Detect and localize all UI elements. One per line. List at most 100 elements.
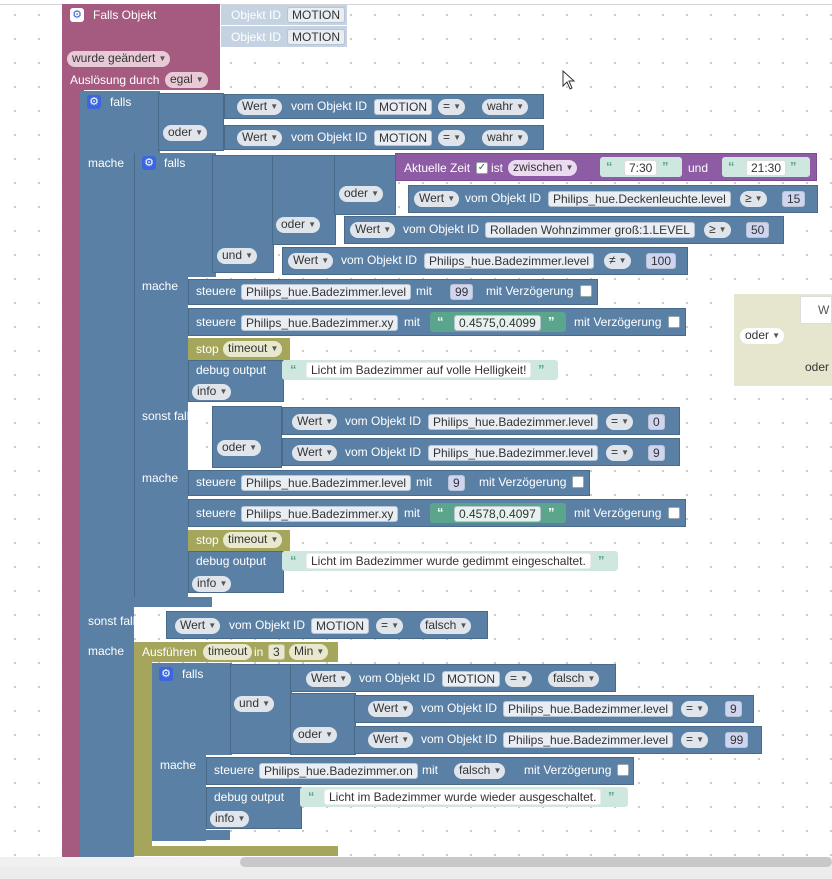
quote-open-icon: “ <box>290 362 297 377</box>
debug-text-field[interactable]: Licht im Badezimmer wurde gedimmt einges… <box>306 553 591 569</box>
gear-icon[interactable]: ⚙ <box>142 156 156 170</box>
steuere-label: steuere <box>196 475 237 489</box>
wert-dropdown[interactable]: Wert▼ <box>306 671 352 687</box>
objekt-id-field[interactable]: Rolladen Wohnzimmer groß:1.LEVEL <box>485 222 695 238</box>
objekt-id-field[interactable]: MOTION <box>374 130 432 146</box>
und-dropdown[interactable]: und▼ <box>234 696 275 712</box>
checkbox[interactable] <box>668 316 680 328</box>
objekt-id-field[interactable]: MOTION <box>442 671 500 687</box>
objekt-id-field[interactable]: Philips_hue.Badezimmer.level <box>428 414 599 430</box>
info-dropdown[interactable]: info▼ <box>192 576 232 592</box>
operator-dropdown[interactable]: ≠▼ <box>604 253 631 269</box>
wert-dropdown[interactable]: Wert▼ <box>175 618 221 634</box>
objekt-id-field[interactable]: Philips_hue.Badezimmer.level <box>428 445 599 461</box>
objekt-id-field[interactable]: MOTION <box>374 99 432 115</box>
timeout-name-field[interactable]: timeout <box>203 644 253 660</box>
checkbox[interactable] <box>668 507 680 519</box>
oder-block[interactable] <box>290 693 356 755</box>
oder-block[interactable] <box>212 406 282 468</box>
wert-dropdown[interactable]: Wert▼ <box>368 701 414 717</box>
objekt-id-field[interactable]: Philips_hue.Badezimmer.xy <box>241 506 399 522</box>
number-field[interactable]: 9 <box>648 445 665 461</box>
oder-dropdown[interactable]: oder▼ <box>293 727 338 743</box>
wert-dropdown[interactable]: Wert▼ <box>414 191 460 207</box>
bool-dropdown[interactable]: falsch▼ <box>454 763 506 779</box>
debug-output-label: debug output <box>196 554 267 568</box>
objekt-id-field[interactable]: Philips_hue.Deckenleuchte.level <box>548 191 731 207</box>
trigger-by-dropdown[interactable]: egal▼ <box>165 72 208 88</box>
number-field[interactable]: 9 <box>448 475 465 491</box>
operator-dropdown[interactable]: =▼ <box>438 130 466 146</box>
oder-dropdown[interactable]: oder▼ <box>276 217 321 233</box>
operator-dropdown[interactable]: =▼ <box>376 618 404 634</box>
unit-dropdown[interactable]: Min▼ <box>289 644 329 660</box>
checkbox[interactable] <box>572 476 584 488</box>
oder-dropdown[interactable]: oder▼ <box>163 125 208 141</box>
objekt-id-field[interactable]: MOTION <box>287 29 345 45</box>
checkbox[interactable]: ✓ <box>476 162 488 174</box>
number-field[interactable]: 100 <box>646 253 677 269</box>
operator-dropdown[interactable]: =▼ <box>681 701 709 717</box>
bool-dropdown[interactable]: wahr▼ <box>482 130 529 146</box>
objekt-id-field[interactable]: Philips_hue.Badezimmer.on <box>259 763 418 779</box>
operator-dropdown[interactable]: =▼ <box>505 671 533 687</box>
delay-field[interactable]: 3 <box>268 644 285 660</box>
und-dropdown[interactable]: und▼ <box>217 248 258 264</box>
timeout-dropdown[interactable]: timeout▼ <box>223 341 283 357</box>
objekt-id-field[interactable]: Philips_hue.Badezimmer.level <box>503 701 674 717</box>
number-field[interactable]: 0 <box>648 414 665 430</box>
oder-block[interactable] <box>158 93 224 151</box>
operator-dropdown[interactable]: =▼ <box>606 445 634 461</box>
number-field[interactable]: 99 <box>725 732 749 748</box>
debug-text-field[interactable]: Licht im Badezimmer wurde wieder ausgesc… <box>324 789 602 805</box>
checkbox[interactable] <box>617 764 629 776</box>
inner-if-header <box>134 153 216 277</box>
quote-open-icon: “ <box>437 505 444 520</box>
info-dropdown[interactable]: info▼ <box>192 384 232 400</box>
number-field[interactable]: 15 <box>782 191 806 207</box>
wert-dropdown[interactable]: Wert▼ <box>288 253 334 269</box>
changed-dropdown[interactable]: wurde geändert▼ <box>67 51 171 67</box>
operator-dropdown[interactable]: ≥▼ <box>704 222 731 238</box>
zwischen-dropdown[interactable]: zwischen▼ <box>508 160 578 176</box>
debug-text-field[interactable]: Licht im Badezimmer auf volle Helligkeit… <box>306 362 532 378</box>
checkbox[interactable] <box>580 285 592 297</box>
wert-dropdown[interactable]: Wert▼ <box>292 445 338 461</box>
objekt-id-field[interactable]: Philips_hue.Badezimmer.level <box>424 253 595 269</box>
bool-dropdown[interactable]: falsch▼ <box>420 618 472 634</box>
time-to-field[interactable]: 21:30 <box>746 160 787 176</box>
string-field[interactable]: 0.4575,0.4099 <box>454 315 541 331</box>
wert-dropdown[interactable]: Wert▼ <box>292 414 338 430</box>
objekt-id-field[interactable]: MOTION <box>311 618 369 634</box>
objekt-id-field[interactable]: Philips_hue.Badezimmer.xy <box>241 315 399 331</box>
operator-dropdown[interactable]: =▼ <box>606 414 634 430</box>
oder-dropdown[interactable]: oder▼ <box>339 186 384 202</box>
wert-dropdown[interactable]: Wert▼ <box>237 99 283 115</box>
objekt-id-field[interactable]: Philips_hue.Badezimmer.level <box>241 284 412 300</box>
oder-dropdown[interactable]: oder▼ <box>217 440 262 456</box>
operator-dropdown[interactable]: ≥▼ <box>740 191 767 207</box>
gear-icon[interactable]: ⚙ <box>70 8 84 22</box>
info-dropdown[interactable]: info▼ <box>210 811 250 827</box>
objekt-id-field[interactable]: MOTION <box>287 7 345 23</box>
gear-icon[interactable]: ⚙ <box>87 95 101 109</box>
time-from-field[interactable]: 7:30 <box>624 160 658 176</box>
number-field[interactable]: 99 <box>450 284 474 300</box>
operator-dropdown[interactable]: =▼ <box>681 732 709 748</box>
bool-dropdown[interactable]: falsch▼ <box>548 671 600 687</box>
objekt-id-field[interactable]: Philips_hue.Badezimmer.level <box>241 475 412 491</box>
number-field[interactable]: 50 <box>746 222 770 238</box>
number-field[interactable]: 9 <box>725 701 742 717</box>
scrollbar-thumb[interactable] <box>240 857 832 867</box>
timeout-dropdown[interactable]: timeout▼ <box>223 532 283 548</box>
wert-dropdown[interactable]: Wert▼ <box>368 732 414 748</box>
string-field[interactable]: 0.4578,0.4097 <box>454 506 541 522</box>
operator-dropdown[interactable]: =▼ <box>438 99 466 115</box>
wert-dropdown[interactable]: Wert▼ <box>237 130 283 146</box>
wert-dropdown[interactable]: Wert▼ <box>350 222 396 238</box>
oder-block[interactable] <box>334 155 396 215</box>
objekt-id-field[interactable]: Philips_hue.Badezimmer.level <box>503 732 674 748</box>
gear-icon[interactable]: ⚙ <box>159 667 173 681</box>
bool-dropdown[interactable]: wahr▼ <box>482 99 529 115</box>
side-oder-dropdown[interactable]: oder▼ <box>740 328 785 344</box>
